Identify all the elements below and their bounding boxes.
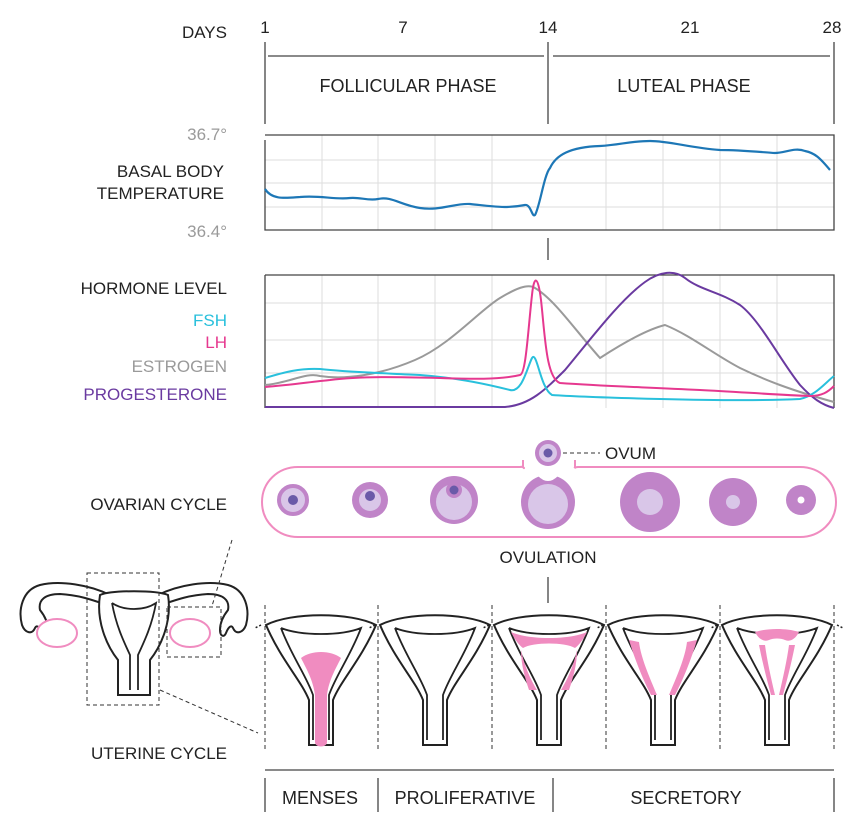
ovulation-label: OVULATION xyxy=(500,548,597,567)
day-tick: 21 xyxy=(681,18,700,37)
ovary-outline xyxy=(260,465,838,538)
corpus-luteum-regressing xyxy=(709,478,757,526)
uterine-cycle-panels xyxy=(264,605,835,750)
temp-low-label: 36.4° xyxy=(187,222,227,241)
progesterone-legend: PROGESTERONE xyxy=(83,385,227,404)
temperature-line xyxy=(264,139,831,217)
follicle-rupturing xyxy=(521,472,575,529)
phase-brackets xyxy=(264,42,835,124)
follicle-secondary xyxy=(352,482,388,518)
day-tick: 28 xyxy=(823,18,842,37)
lh-legend: LH xyxy=(205,333,227,352)
hormone-grid xyxy=(264,274,835,408)
day-tick: 7 xyxy=(398,18,407,37)
luteal-phase-label: LUTEAL PHASE xyxy=(617,76,750,96)
hormone-level-label: HORMONE LEVEL xyxy=(81,279,227,298)
estrogen-curve xyxy=(264,285,835,403)
menses-label: MENSES xyxy=(282,788,358,808)
day-tick: 14 xyxy=(539,18,558,37)
uterus-menses xyxy=(254,614,388,747)
corpus-albicans xyxy=(786,485,816,515)
uterus-anatomy-icon xyxy=(19,539,259,734)
temp-high-label: 36.7° xyxy=(187,125,227,144)
follicle-tertiary xyxy=(430,476,478,524)
uterus-secretory-mid xyxy=(596,614,730,746)
lh-curve xyxy=(264,279,835,398)
temperature-grid xyxy=(264,134,835,231)
days-label: DAYS xyxy=(182,23,227,42)
day-tick: 1 xyxy=(260,18,269,37)
ovum xyxy=(535,440,561,466)
uterus-secretory-early xyxy=(482,614,616,746)
uterine-cycle-label: UTERINE CYCLE xyxy=(91,744,227,763)
fsh-legend: FSH xyxy=(193,311,227,330)
follicle-primary xyxy=(277,484,309,516)
bbt-label-line1: BASAL BODY xyxy=(117,162,224,181)
ovarian-cycle-label: OVARIAN CYCLE xyxy=(90,495,227,514)
ovum-label: OVUM xyxy=(605,444,656,463)
follicular-phase-label: FOLLICULAR PHASE xyxy=(319,76,496,96)
uterus-proliferative xyxy=(368,614,502,746)
progesterone-curve xyxy=(265,271,835,409)
uterine-phase-brackets xyxy=(264,769,835,812)
secretory-label: SECRETORY xyxy=(630,788,741,808)
fsh-curve xyxy=(264,356,835,402)
corpus-luteum xyxy=(620,472,680,532)
bbt-label-line2: TEMPERATURE xyxy=(97,184,224,203)
proliferative-label: PROLIFERATIVE xyxy=(395,788,536,808)
uterus-secretory-late xyxy=(710,614,844,746)
estrogen-legend: ESTROGEN xyxy=(132,357,227,376)
